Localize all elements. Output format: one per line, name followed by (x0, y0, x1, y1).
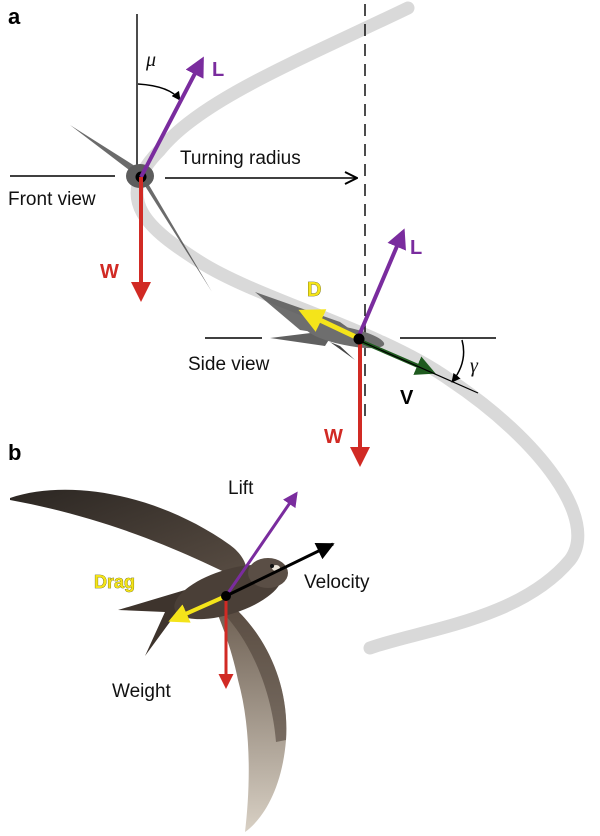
side-drag-label: D (307, 279, 321, 301)
center-of-mass-dot (221, 591, 231, 601)
velocity-v-label: V (400, 387, 414, 409)
mu-symbol: μ (145, 49, 156, 71)
side-lift-arrow (356, 228, 406, 339)
side-view-label: Side view (188, 354, 270, 375)
gamma-symbol: γ (470, 355, 479, 377)
side-view-swift (255, 292, 385, 360)
front-lift-label: L (212, 59, 224, 81)
side-lift-label: L (410, 237, 422, 259)
mu-angle-arc (137, 83, 181, 101)
side-drag-arrow (298, 309, 360, 341)
side-weight-label: W (324, 426, 343, 448)
panel-b-label: b (8, 440, 21, 465)
side-glide-line (357, 339, 479, 394)
drag-label: Drag (94, 572, 135, 592)
panel-a-label: a (8, 4, 21, 29)
lift-arrow (224, 491, 298, 597)
front-lift-arrow (139, 56, 204, 178)
gamma-angle-arc (451, 339, 465, 383)
turning-radius-label: Turning radius (180, 148, 301, 169)
velocity-label: Velocity (304, 572, 370, 593)
front-view-swift (70, 125, 212, 292)
weight-label: Weight (112, 681, 172, 702)
velocity-arrow (225, 542, 335, 598)
front-weight-label: W (100, 261, 119, 283)
drag-arrow (168, 594, 227, 623)
front-view-label: Front view (8, 189, 96, 210)
swift-photo (10, 489, 288, 832)
lift-label: Lift (228, 478, 254, 499)
side-view-center-dot (353, 333, 365, 345)
